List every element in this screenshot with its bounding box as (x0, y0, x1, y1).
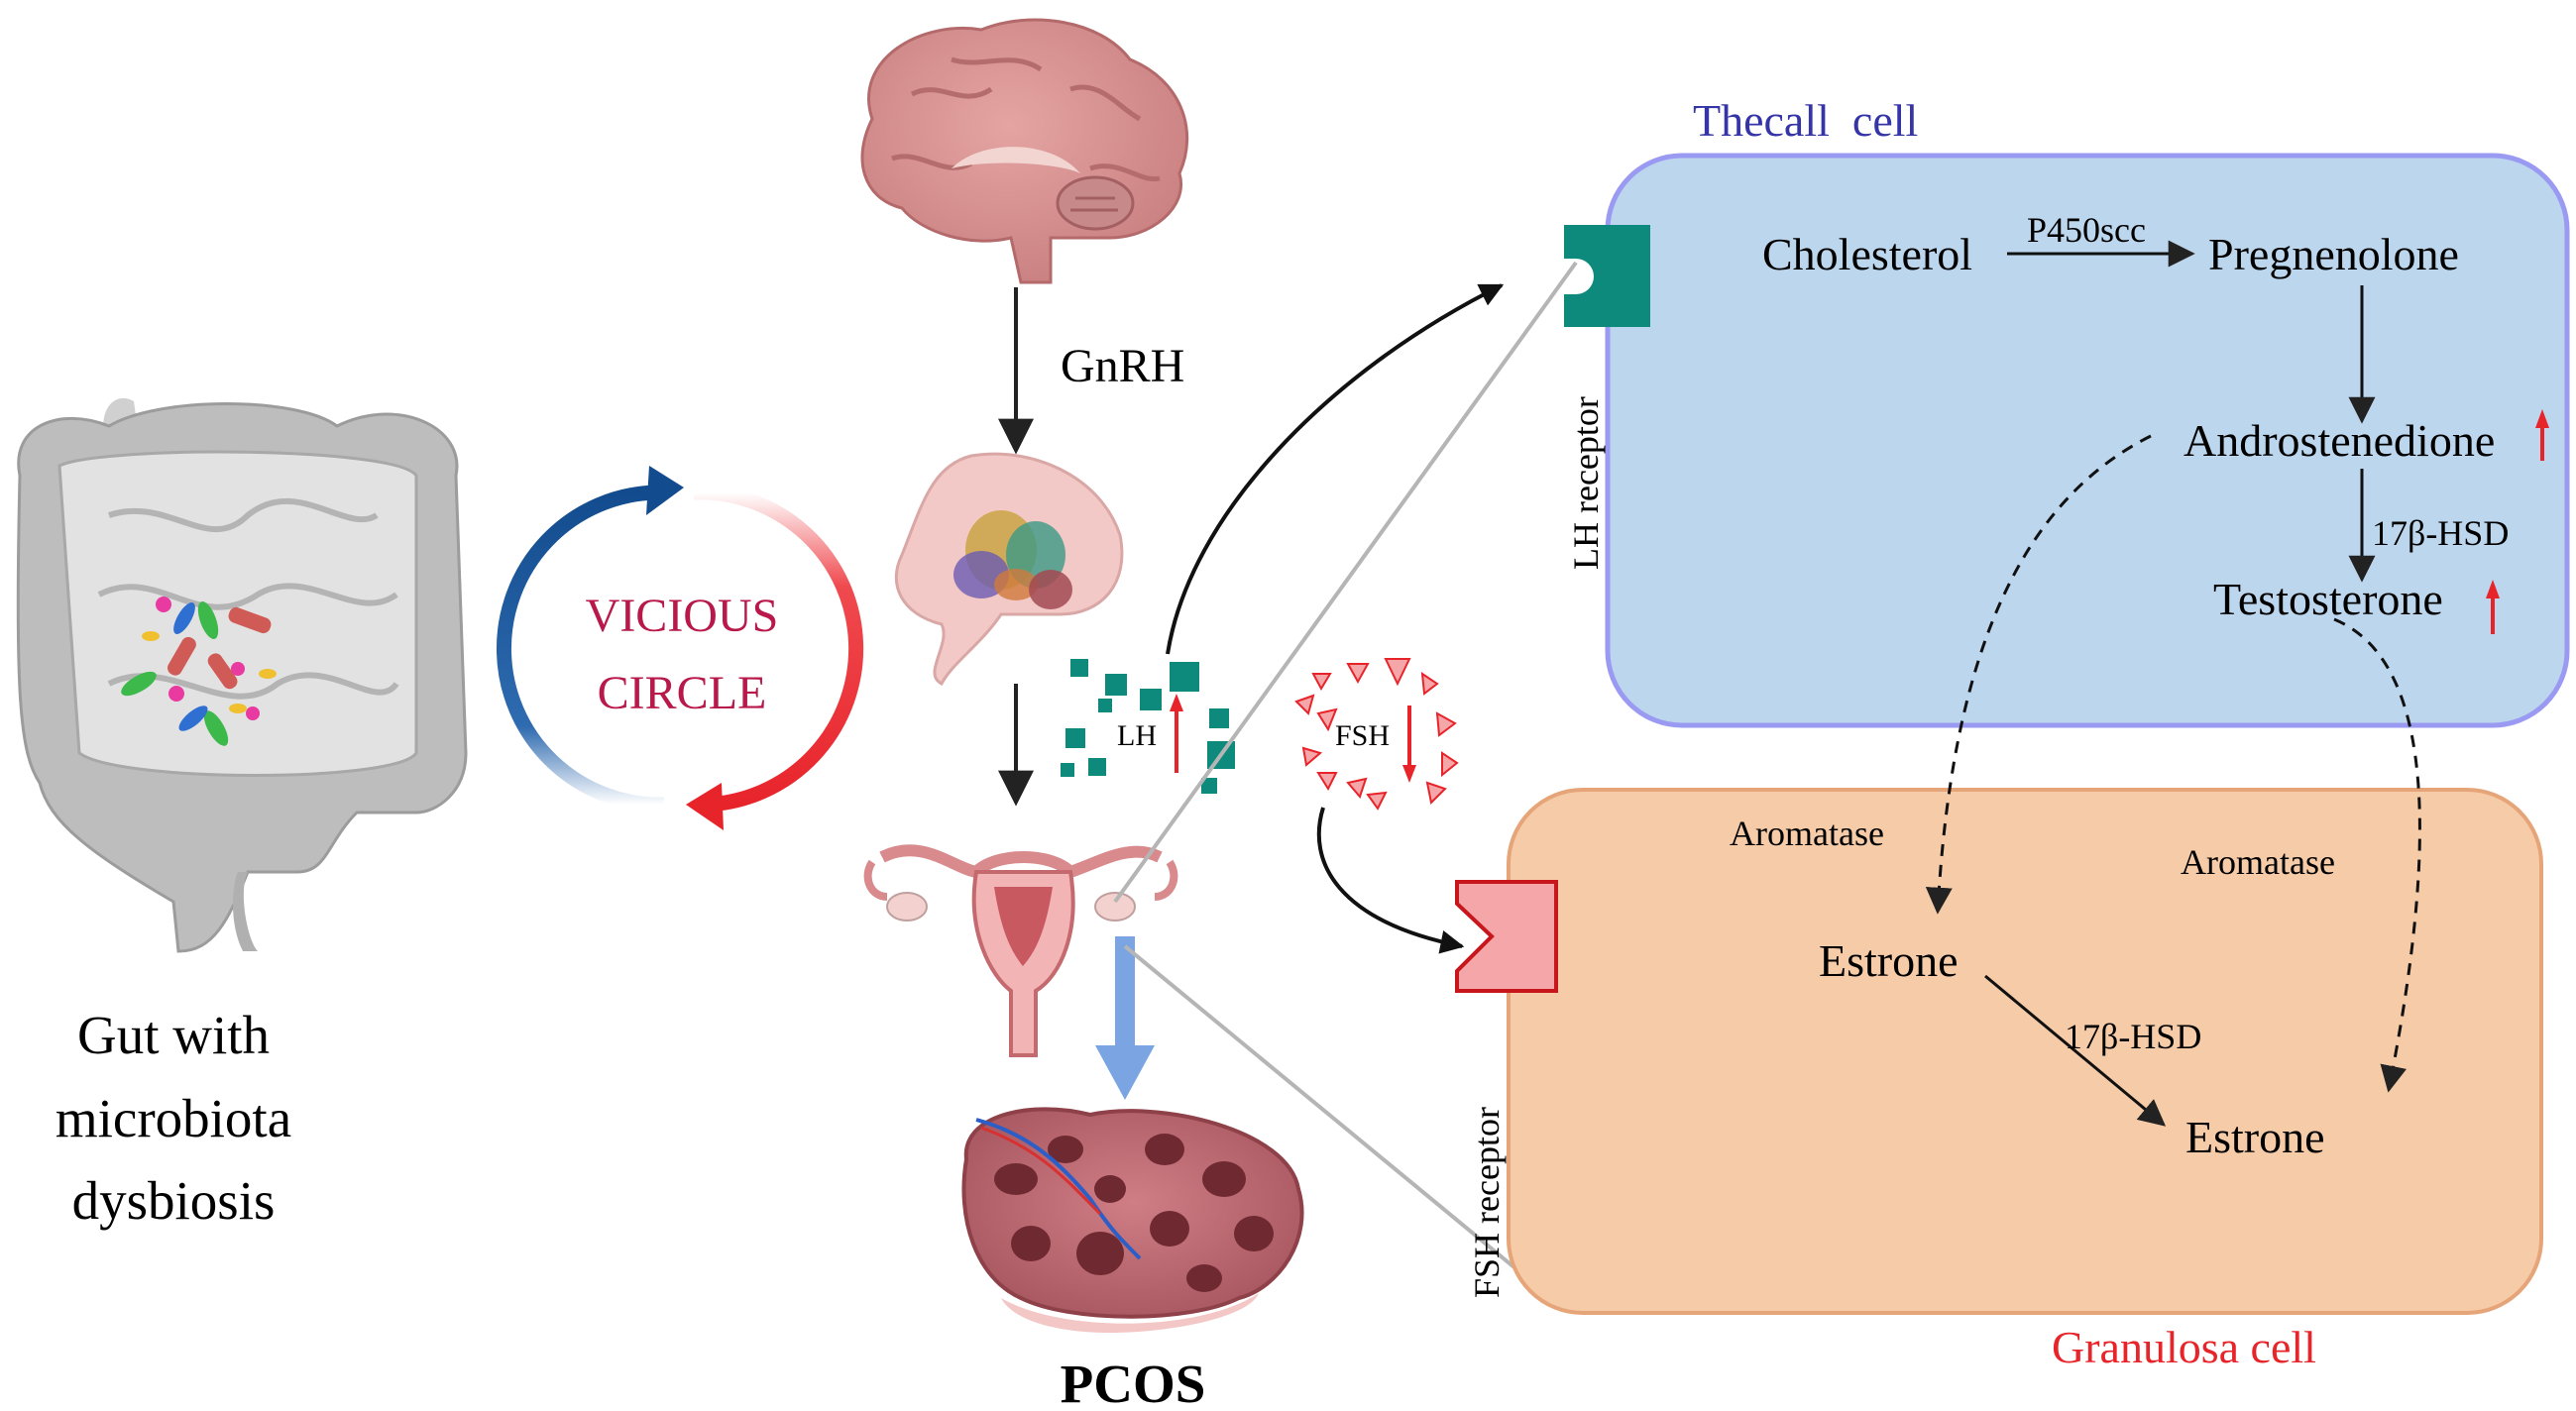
zoom-line-granulosa (1123, 944, 1523, 1275)
granulosa-cell-box (1507, 788, 2543, 1315)
aromatase-left-label: Aromatase (1730, 814, 1884, 853)
granulosa-17b-hsd-label: 17β-HSD (2065, 1017, 2201, 1056)
fsh-receptor-label: FSH receptor (1467, 1107, 1507, 1298)
testosterone-up-arrow (2486, 580, 2500, 634)
pituitary-illustration (894, 452, 1124, 687)
pregnenolone-label: Pregnenolone (2208, 229, 2459, 279)
vicious-cycle-arrows (497, 466, 864, 830)
fsh-receptor-shape (1455, 880, 1558, 993)
vicious-circle-line-2: CIRCLE (598, 667, 767, 719)
fsh-to-receptor-arrow (1316, 807, 1465, 954)
thecal-17b-hsd-label: 17β-HSD (2372, 513, 2509, 553)
gut-caption-line-2: microbiota (56, 1088, 291, 1148)
lh-receptor-shape (1564, 225, 1650, 327)
testosterone-to-estrone-dashed-arrow (2333, 617, 2421, 1093)
pcos-ovary-illustration (961, 1107, 1304, 1333)
gut-caption-line-3: dysbiosis (72, 1170, 276, 1231)
lh-to-receptor-arrow (1166, 283, 1505, 655)
fsh-particles (1294, 658, 1459, 811)
androstenedione-label: Androstenedione (2184, 415, 2495, 466)
cholesterol-label: Cholesterol (1762, 229, 1972, 279)
vicious-circle-line-1: VICIOUS (586, 590, 779, 642)
androstenedione-to-estrone-dashed-arrow (1925, 434, 2152, 915)
estrone-to-estrone-arrow (1984, 974, 2167, 1127)
fsh-down-arrow (1402, 706, 1416, 783)
gnrh-label: GnRH (1061, 340, 1184, 392)
aromatase-right-label: Aromatase (2181, 842, 2335, 882)
androstenedione-up-arrow (2535, 409, 2549, 461)
uterus-to-pcos-arrow (1095, 936, 1155, 1100)
lh-receptor-label: LH receptor (1566, 396, 1606, 570)
testosterone-label: Testosterone (2213, 574, 2443, 624)
pcos-label: PCOS (1061, 1354, 1206, 1411)
estrone-top-label: Estrone (1819, 935, 1959, 986)
p450scc-label: P450scc (2027, 210, 2146, 250)
granulosa-cell-title: Granulosa cell (2052, 1322, 2316, 1372)
lh-up-arrow (1170, 694, 1183, 773)
thecal-cell-title: Thecall cell (1693, 95, 1918, 146)
uterus-illustration (863, 844, 1178, 1057)
gut-illustration (16, 397, 468, 953)
thecal-cell-box (1605, 153, 2570, 728)
lh-label: LH (1117, 719, 1157, 752)
fsh-label: FSH (1335, 719, 1390, 752)
brain-illustration (860, 18, 1189, 284)
zoom-line-thecal (1113, 261, 1578, 904)
estrone-bottom-label: Estrone (2185, 1112, 2325, 1162)
gut-caption-line-1: Gut with (77, 1005, 270, 1065)
